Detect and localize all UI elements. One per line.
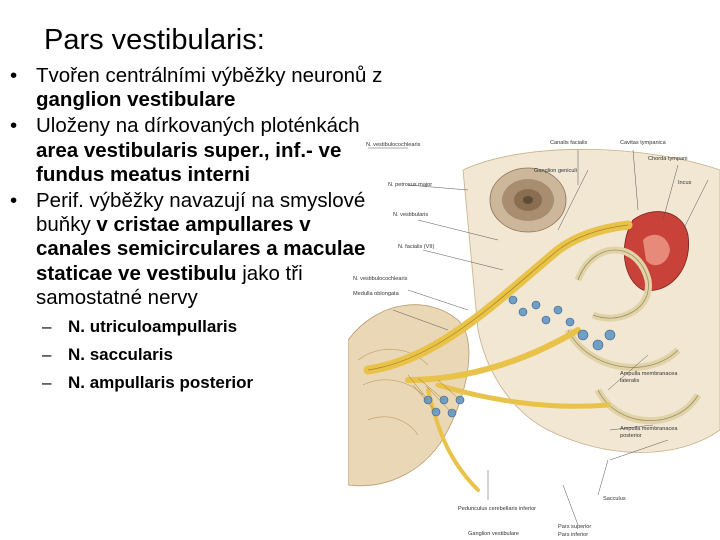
sub-dash: – bbox=[42, 317, 52, 337]
svg-text:Ganglion geniculi: Ganglion geniculi bbox=[534, 168, 577, 174]
svg-text:Cavitas tympanica: Cavitas tympanica bbox=[620, 140, 667, 146]
sub-item: – N. ampullaris posterior bbox=[10, 372, 390, 394]
bullet-text-part: Perif. výběžky navazují na smyslové buňk… bbox=[36, 189, 366, 237]
bullet-dot: • bbox=[10, 114, 18, 138]
sub-item: – N. saccularis bbox=[10, 344, 390, 366]
bullet-list: • Tvořen centrálními výběžky neuronů z g… bbox=[10, 64, 390, 394]
sub-dash: – bbox=[42, 345, 52, 365]
bullet-dot: • bbox=[10, 189, 18, 213]
sub-item-text: N. saccularis bbox=[68, 345, 173, 365]
svg-text:Ampulla membranacea: Ampulla membranacea bbox=[620, 426, 678, 432]
bullet-dot: • bbox=[10, 64, 18, 87]
anatomy-illustration: N. vestibulocochlearis Canalis facialis … bbox=[348, 130, 720, 540]
bullet-text: Uloženy na dírkovaných ploténkách area v… bbox=[36, 114, 360, 185]
svg-text:Ganglion vestibulare: Ganglion vestibulare bbox=[468, 531, 519, 537]
sub-item: – N. utriculoampullaris bbox=[10, 316, 390, 338]
bullet-text-part: Tvořen centrálními výběžky neuronů z bbox=[36, 64, 383, 87]
svg-text:Medulla oblongata: Medulla oblongata bbox=[353, 291, 400, 297]
bullet-text-part: jako tři samostatné nervy bbox=[36, 261, 303, 309]
bullet-item: • Uloženy na dírkovaných ploténkách area… bbox=[10, 114, 390, 187]
bullet-text-bold: ganglion vestibulare bbox=[36, 88, 236, 112]
bullet-text: Perif. výběžky navazují na smyslové buňk… bbox=[36, 189, 365, 309]
bullet-text: Tvořen centrálními výběžky neuronů z gan… bbox=[36, 64, 382, 111]
svg-text:lateralis: lateralis bbox=[620, 378, 639, 384]
bullet-item: • Tvořen centrálními výběžky neuronů z g… bbox=[10, 64, 390, 112]
svg-text:Pars superior: Pars superior bbox=[558, 524, 591, 530]
svg-text:N. facialis (VII): N. facialis (VII) bbox=[398, 244, 435, 250]
cochlea bbox=[489, 167, 567, 233]
sub-item-text: N. ampullaris posterior bbox=[68, 373, 254, 393]
svg-text:Pars inferior: Pars inferior bbox=[558, 532, 588, 538]
svg-text:posterior: posterior bbox=[620, 433, 642, 439]
svg-text:N. vestibulocochlearis: N. vestibulocochlearis bbox=[366, 142, 421, 148]
svg-text:N. vestibulocochlearis: N. vestibulocochlearis bbox=[353, 276, 408, 282]
svg-text:Sacculus: Sacculus bbox=[603, 496, 626, 502]
svg-text:Chorda tympani: Chorda tympani bbox=[648, 156, 688, 162]
slide-title: Pars vestibularis: bbox=[44, 24, 265, 56]
svg-text:Incus: Incus bbox=[678, 180, 692, 186]
svg-text:Ampulla membranacea: Ampulla membranacea bbox=[620, 371, 678, 377]
svg-text:Canalis facialis: Canalis facialis bbox=[550, 140, 588, 146]
svg-text:N. petrosus major: N. petrosus major bbox=[388, 182, 432, 188]
sub-item-text: N. utriculoampullaris bbox=[68, 317, 238, 337]
sub-dash: – bbox=[42, 373, 52, 393]
bullet-text-bold: v cristae ampullares v canales semicircu… bbox=[36, 213, 366, 285]
bullet-text-bold: area vestibularis super., inf.- ve fundu… bbox=[36, 138, 342, 186]
svg-text:N. vestibularis: N. vestibularis bbox=[393, 212, 428, 218]
anatomy-illustration-svg: N. vestibulocochlearis Canalis facialis … bbox=[348, 140, 720, 538]
svg-text:Pedunculus cerebellaris inferi: Pedunculus cerebellaris inferior bbox=[458, 506, 536, 512]
ganglion-cells bbox=[423, 295, 616, 418]
bullet-item: • Perif. výběžky navazují na smyslové bu… bbox=[10, 189, 390, 310]
bullet-text-part: Uloženy na dírkovaných ploténkách bbox=[36, 114, 360, 138]
